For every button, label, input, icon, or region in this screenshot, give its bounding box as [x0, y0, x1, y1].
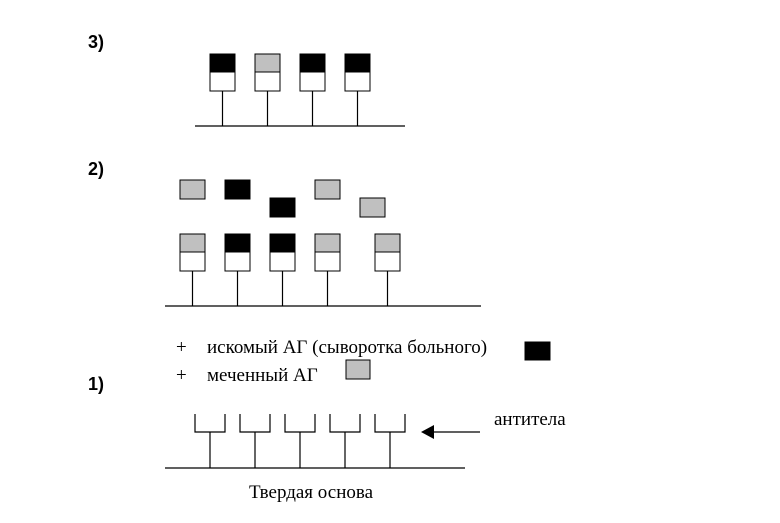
- antibody-box: [209, 71, 236, 92]
- bound-antigen-target-antigen: [269, 233, 296, 253]
- stage-1-group: [165, 414, 465, 469]
- antibody-box: [374, 251, 401, 272]
- antibodies-label: антитела: [494, 409, 566, 430]
- legend-text-target-antigen: искомый АГ (сыворотка больного): [207, 337, 487, 358]
- antibody-box: [179, 251, 206, 272]
- antibody-box: [269, 251, 296, 272]
- antibody-cup: [194, 414, 226, 433]
- free-antigen-target-antigen: [269, 197, 296, 218]
- legend-plus-2: +: [176, 365, 187, 386]
- legend-swatch-target-antigen: [524, 341, 551, 361]
- step-label-2: 2): [88, 159, 104, 179]
- antibody-box: [224, 251, 251, 272]
- antibody-cup: [374, 414, 406, 433]
- antibody-box: [314, 251, 341, 272]
- stage-2-group: [165, 179, 481, 307]
- solid-base-label: Твердая основа: [249, 482, 374, 503]
- free-antigen-labeled-antigen: [179, 179, 206, 200]
- stage-3-group: [195, 53, 405, 127]
- bound-antigen-labeled-antigen: [179, 233, 206, 253]
- antibody-cup: [284, 414, 316, 433]
- bound-antigen-labeled-antigen: [254, 53, 281, 73]
- bound-antigen-labeled-antigen: [374, 233, 401, 253]
- bound-antigen-labeled-antigen: [314, 233, 341, 253]
- bound-antigen-target-antigen: [209, 53, 236, 73]
- bound-antigen-target-antigen: [224, 233, 251, 253]
- free-antigen-labeled-antigen: [314, 179, 341, 200]
- legend-swatch-labeled-antigen: [345, 359, 371, 380]
- free-antigen-labeled-antigen: [359, 197, 386, 218]
- bound-antigen-target-antigen: [299, 53, 326, 73]
- free-antigen-target-antigen: [224, 179, 251, 200]
- antibody-cup: [239, 414, 271, 433]
- antibody-box: [299, 71, 326, 92]
- antibody-box: [254, 71, 281, 92]
- antibody-box: [344, 71, 371, 92]
- antibody-arrow-head: [421, 425, 434, 439]
- legend-text-labeled-antigen: меченный АГ: [207, 365, 318, 386]
- step-label-3: 3): [88, 32, 104, 52]
- legend-plus-1: +: [176, 337, 187, 358]
- step-label-1: 1): [88, 374, 104, 394]
- antibody-cup: [329, 414, 361, 433]
- bound-antigen-target-antigen: [344, 53, 371, 73]
